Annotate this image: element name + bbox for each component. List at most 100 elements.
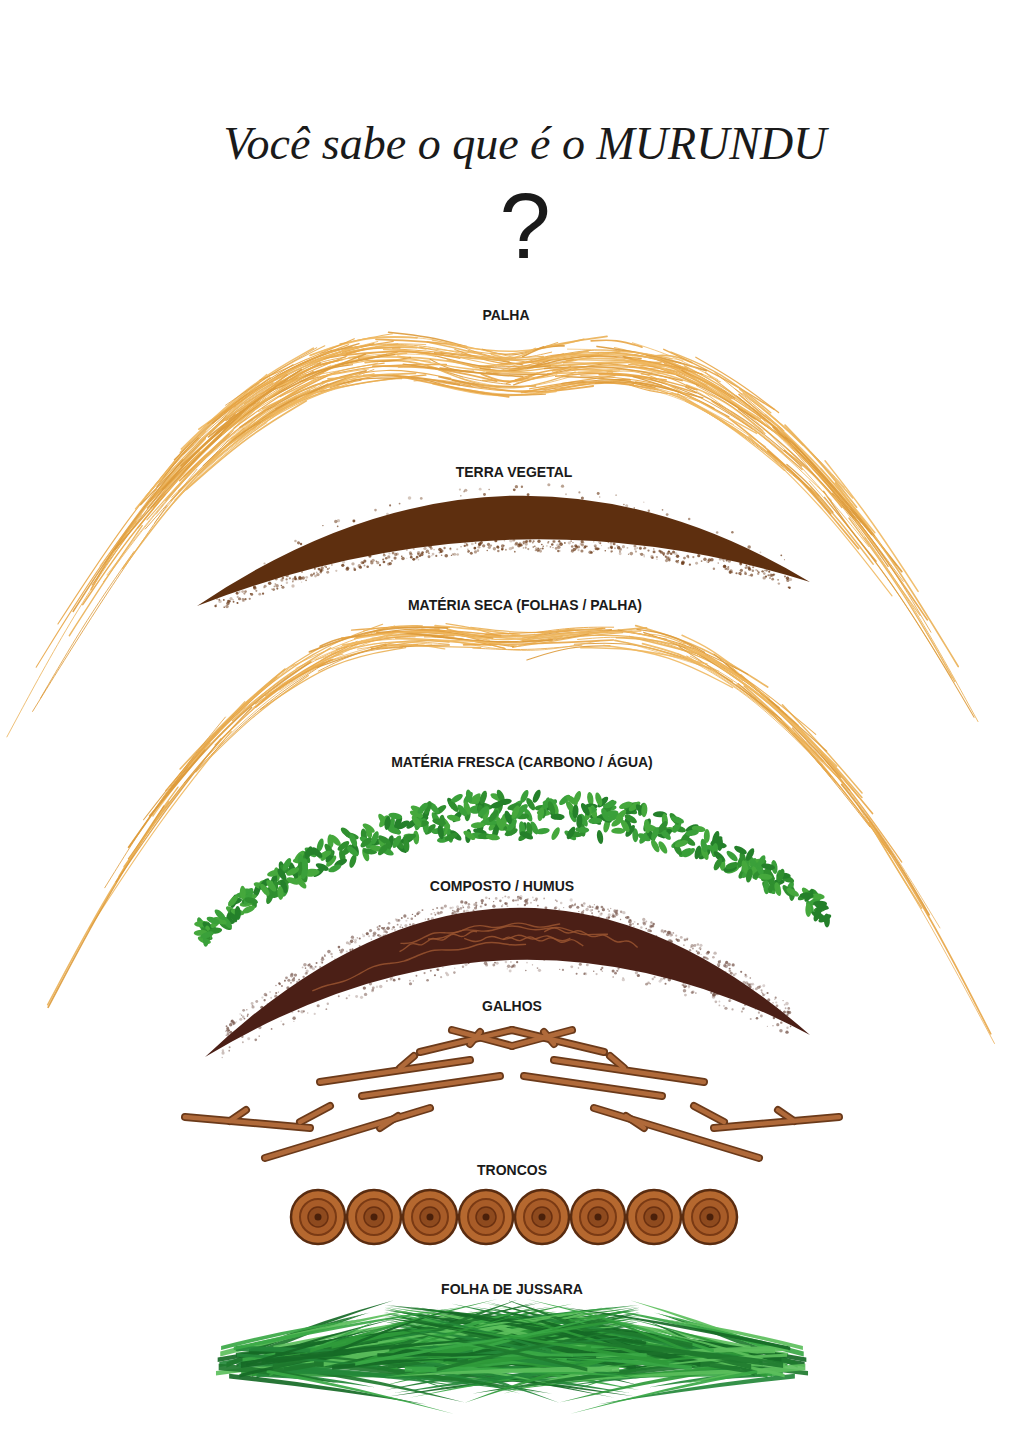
soil-speck xyxy=(515,542,518,545)
straw-strand xyxy=(232,648,330,721)
soil-speck xyxy=(617,967,619,969)
soil-speck xyxy=(438,912,441,915)
soil-speck xyxy=(346,568,349,571)
straw-strand xyxy=(824,497,974,717)
soil-speck xyxy=(619,551,621,553)
soil-speck xyxy=(321,956,323,958)
soil-speck xyxy=(496,546,499,549)
soil-speck xyxy=(466,544,469,547)
soil-speck xyxy=(297,541,300,544)
soil-speck xyxy=(752,566,754,568)
soil-speck xyxy=(298,979,300,981)
straw-strand xyxy=(695,650,836,766)
soil-speck xyxy=(319,569,322,572)
soil-speck xyxy=(776,1023,779,1026)
soil-speck xyxy=(460,900,463,903)
soil-speck xyxy=(511,547,514,550)
soil-speck xyxy=(327,1002,329,1004)
soil-speck xyxy=(583,905,585,907)
soil-speck xyxy=(527,493,530,496)
leaf xyxy=(588,817,602,824)
soil-speck xyxy=(666,513,669,516)
soil-speck xyxy=(401,917,403,919)
soil-speck xyxy=(540,548,542,550)
soil-speck xyxy=(620,919,621,920)
soil-speck xyxy=(221,1057,222,1058)
soil-speck xyxy=(551,543,554,546)
soil-speck xyxy=(293,1021,294,1022)
soil-speck xyxy=(441,906,444,909)
soil-speck xyxy=(398,978,401,981)
soil-speck xyxy=(553,541,554,542)
soil-speck xyxy=(680,936,683,939)
straw-strand xyxy=(433,640,516,646)
soil-speck xyxy=(473,547,475,549)
soil-speck xyxy=(444,554,448,558)
soil-speck xyxy=(559,969,560,970)
soil-speck xyxy=(662,552,665,555)
soil-speck xyxy=(717,562,719,564)
soil-speck xyxy=(707,951,710,954)
soil-speck xyxy=(558,908,560,910)
soil-speck xyxy=(666,556,669,559)
soil-speck xyxy=(706,560,709,563)
soil-speck xyxy=(297,579,299,581)
soil-speck xyxy=(276,588,278,590)
soil-speck xyxy=(642,918,645,921)
soil-speck xyxy=(474,906,477,909)
soil-speck xyxy=(510,961,512,963)
soil-speck xyxy=(590,551,593,554)
soil-speck xyxy=(578,911,579,912)
soil-speck xyxy=(305,972,308,975)
soil-speck xyxy=(314,575,317,578)
soil-speck xyxy=(409,980,411,982)
soil-speck xyxy=(563,907,564,908)
soil-speck xyxy=(338,995,340,997)
soil-speck xyxy=(385,557,388,560)
soil-speck xyxy=(767,1026,768,1027)
soil-speck xyxy=(635,550,637,552)
soil-speck xyxy=(433,549,434,550)
soil-speck xyxy=(619,552,622,555)
soil-speck xyxy=(339,949,341,951)
soil-speck xyxy=(314,1013,316,1015)
soil-speck xyxy=(597,492,600,495)
soil-speck xyxy=(596,906,599,909)
leaf xyxy=(402,832,417,841)
soil-speck xyxy=(784,1004,786,1006)
straw-strand xyxy=(280,354,387,392)
soil-speck xyxy=(426,552,428,554)
soil-speck xyxy=(600,968,602,970)
straw-strand xyxy=(591,340,642,347)
soil-speck xyxy=(431,555,432,556)
soil-speck xyxy=(415,558,416,559)
soil-speck xyxy=(444,904,447,907)
straw-strand xyxy=(668,365,799,452)
straw-strand xyxy=(608,353,688,369)
soil-speck xyxy=(651,925,654,928)
straw-strand xyxy=(757,417,850,508)
soil-speck xyxy=(774,998,776,1000)
soil-speck xyxy=(628,554,629,555)
soil-speck xyxy=(269,991,271,993)
soil-speck xyxy=(416,556,419,559)
soil-speck xyxy=(632,923,634,925)
soil-speck xyxy=(264,993,267,996)
straw-strand xyxy=(703,392,831,501)
soil-speck xyxy=(430,970,432,972)
soil-speck xyxy=(614,972,617,975)
leaf xyxy=(551,814,565,820)
soil-speck xyxy=(278,982,280,984)
soil-speck xyxy=(747,545,751,549)
soil-speck xyxy=(291,584,294,587)
soil-speck xyxy=(650,555,653,558)
soil-speck xyxy=(559,543,563,547)
soil-speck xyxy=(776,1004,779,1007)
soil-speck xyxy=(292,578,295,581)
soil-speck xyxy=(373,933,376,936)
soil-speck xyxy=(560,902,563,905)
soil-speck xyxy=(470,552,473,555)
soil-speck xyxy=(351,936,354,939)
soil-speck xyxy=(481,899,484,902)
soil-speck xyxy=(593,551,594,552)
